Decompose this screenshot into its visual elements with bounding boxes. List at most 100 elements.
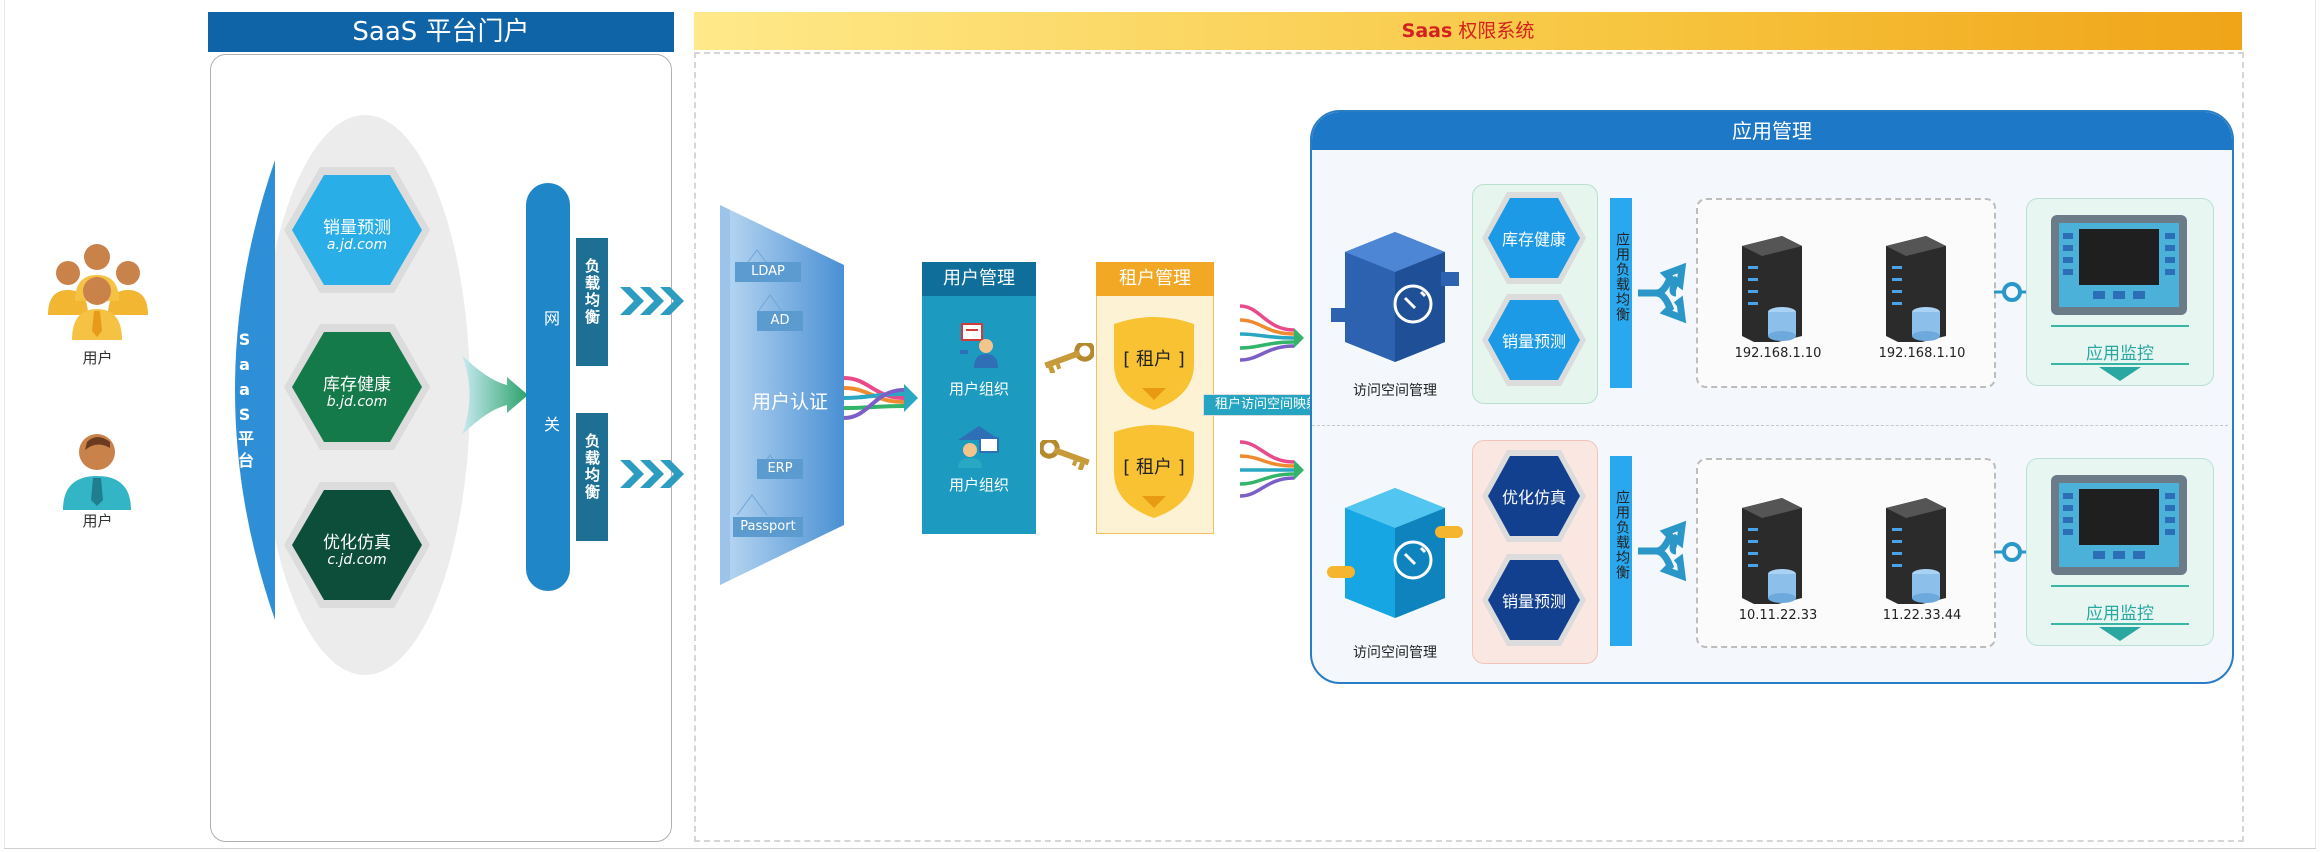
hexagon-light-blue	[1482, 294, 1586, 386]
link-icon	[1994, 542, 2030, 562]
app-mgmt-divider	[1312, 425, 2228, 426]
tenant-shield-2[interactable]: [ 租户 ]	[1108, 420, 1200, 520]
user-group: 用户	[40, 235, 155, 375]
monitor-icon	[2051, 475, 2187, 575]
server-icon	[1742, 236, 1802, 346]
app-name: 优化仿真	[1501, 488, 1566, 507]
triangle-down-icon	[2099, 367, 2141, 381]
shield-icon	[1114, 317, 1194, 410]
cluster-1-app-inventory[interactable]: 库存健康	[1480, 190, 1588, 286]
app-mgmt-title: 应用管理	[1312, 112, 2232, 150]
connector-lines-auth	[844, 376, 918, 420]
app-lb-bar-2	[1610, 456, 1632, 646]
app-domain: c.jd.com	[327, 552, 387, 568]
permission-panel	[694, 52, 2244, 842]
shield-icon	[1114, 425, 1194, 518]
user-single: 用户	[55, 428, 140, 538]
tenant-label: [ 租户 ]	[1123, 457, 1185, 478]
funnel-arrow	[462, 355, 528, 435]
server-4: 11.22.33.44	[1862, 494, 1982, 634]
app-lb-label-2: 应用负载均衡	[1614, 490, 1630, 580]
app-name: 销量预测	[1501, 592, 1566, 611]
app-name: 销量预测	[1501, 332, 1566, 351]
hexagon-light-blue	[284, 167, 430, 293]
load-balancer-2-label: 负载均衡	[583, 433, 601, 501]
connector-lines-top	[1240, 304, 1304, 362]
hexagon-green	[284, 324, 430, 450]
app-domain: a.jd.com	[326, 237, 388, 253]
user-org-icon	[958, 426, 1000, 468]
triangle-down-icon	[2099, 627, 2141, 641]
server-2: 192.168.1.10	[1862, 232, 1982, 372]
tenant-label: [ 租户 ]	[1123, 349, 1185, 370]
portal-app-inventory-health[interactable]: 库存健康 b.jd.com	[282, 322, 432, 452]
monitor-line-top	[2051, 585, 2189, 587]
app-lb-bar-1	[1610, 198, 1632, 388]
cluster-1-app-sales[interactable]: 销量预测	[1480, 292, 1588, 388]
cluster-2-app-optimization[interactable]: 优化仿真	[1480, 448, 1588, 544]
user-org-label-1: 用户组织	[948, 380, 1009, 398]
user-label: 用户	[82, 512, 113, 530]
app-domain: b.jd.com	[326, 394, 388, 410]
monitor-icon	[2051, 215, 2187, 315]
permission-title: Saas 权限系统	[694, 12, 2242, 50]
chevron-arrows-2	[620, 460, 684, 488]
tenant-mgmt-title: 租户管理	[1096, 262, 1214, 296]
permission-title-bold: Saas	[1401, 20, 1453, 42]
monitor-line-bottom	[2051, 363, 2189, 365]
server-ip: 192.168.1.10	[1878, 346, 1966, 361]
access-space-icon-cyan	[1327, 488, 1463, 618]
server-ip: 11.22.33.44	[1882, 608, 1962, 623]
saas-platform-label: SaaS平台	[235, 330, 254, 474]
user-group-icon	[48, 244, 148, 340]
auth-source-ldap: LDAP	[735, 262, 801, 282]
portal-title: SaaS 平台门户	[352, 17, 530, 47]
monitor-label: 应用监控	[2086, 344, 2154, 364]
monitor-label: 应用监控	[2086, 604, 2154, 624]
fork-arrow-icon	[1638, 520, 1687, 582]
app-name: 销量预测	[323, 218, 391, 238]
server-icon	[1886, 498, 1946, 608]
load-balancer-1	[576, 238, 608, 366]
user-mgmt-box	[922, 262, 1036, 534]
cluster-2-app-sales[interactable]: 销量预测	[1480, 552, 1588, 648]
tenant-shield-1[interactable]: [ 租户 ]	[1108, 312, 1200, 412]
portal-app-optimization-sim[interactable]: 优化仿真 c.jd.com	[282, 480, 432, 610]
server-ip: 192.168.1.10	[1734, 346, 1822, 361]
user-org-label-2: 用户组织	[948, 476, 1009, 494]
load-balancer-1-label: 负载均衡	[583, 258, 601, 326]
auth-label: 用户认证	[751, 391, 828, 413]
app-lb-label-1: 应用负载均衡	[1614, 232, 1630, 322]
server-ip: 10.11.22.33	[1738, 608, 1818, 623]
app-monitor-2[interactable]: 应用监控	[2026, 458, 2214, 646]
auth-source-erp: ERP	[757, 459, 803, 479]
app-name: 优化仿真	[323, 533, 391, 553]
app-name: 库存健康	[323, 375, 391, 395]
chevron-arrows-1	[620, 287, 684, 315]
key-icon	[1040, 440, 1090, 470]
server-1: 192.168.1.10	[1718, 232, 1838, 372]
auth-source-passport: Passport	[733, 517, 803, 537]
saas-platform-bar	[235, 160, 275, 620]
gateway	[526, 183, 570, 591]
page-frame	[4, 0, 2316, 849]
portal-title-bar: SaaS 平台门户	[208, 12, 674, 52]
user-icon	[63, 434, 131, 510]
auth-source-ad: AD	[757, 311, 803, 331]
permission-title-bar: Saas 权限系统	[694, 12, 2242, 50]
tenant-space-mapping-label: 租户访问空间映射	[1203, 394, 1331, 416]
portal-app-sales-forecast[interactable]: 销量预测 a.jd.com	[282, 165, 432, 295]
hexagon-navy	[1482, 450, 1586, 542]
hexagon-light-blue	[1482, 192, 1586, 284]
monitor-line-top	[2051, 325, 2189, 327]
hexagon-navy	[1482, 554, 1586, 646]
user-org-icon	[960, 323, 998, 368]
hexagon-dark-green	[284, 482, 430, 608]
load-balancer-2	[576, 413, 608, 541]
key-icon	[1044, 343, 1094, 373]
app-monitor-1[interactable]: 应用监控	[2026, 198, 2214, 386]
server-icon	[1886, 236, 1946, 346]
access-space-label-1: 访问空间管理	[1353, 383, 1437, 399]
monitor-line-bottom	[2051, 623, 2189, 625]
access-space-label-2: 访问空间管理	[1353, 645, 1437, 661]
